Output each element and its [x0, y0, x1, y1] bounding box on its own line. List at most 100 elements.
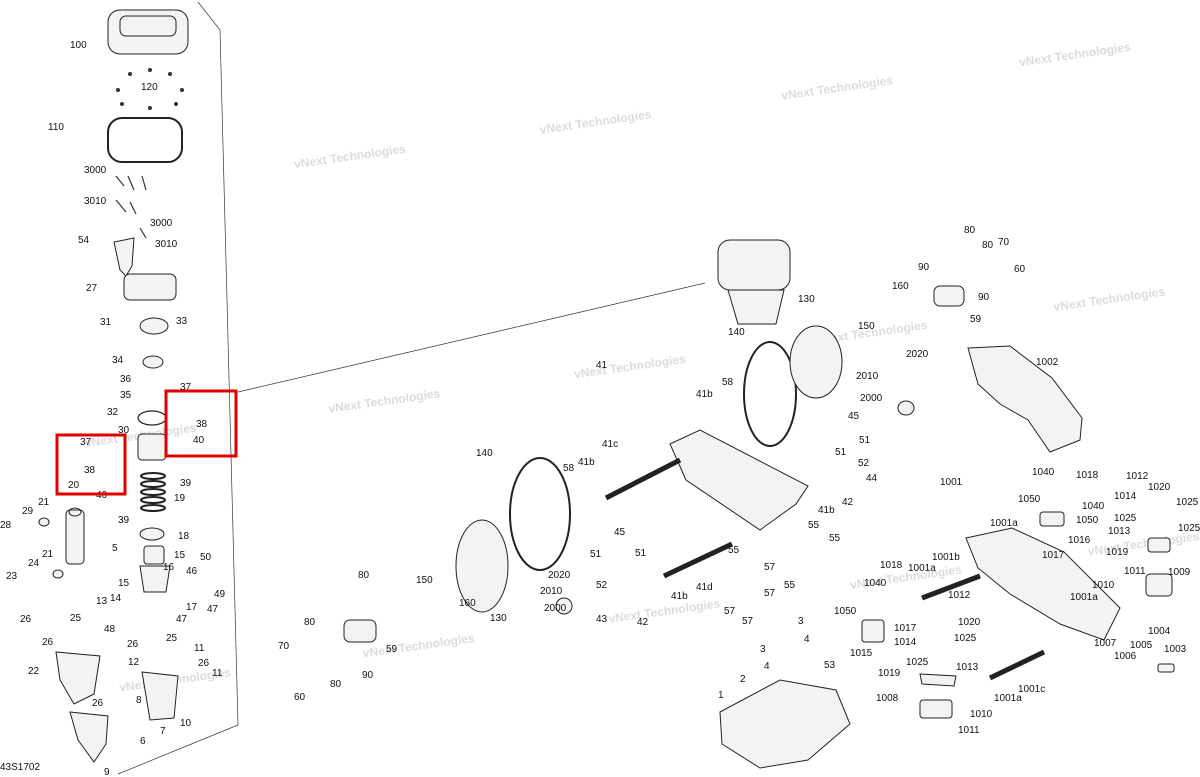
part-label: 6	[140, 736, 146, 747]
part-label: 28	[0, 520, 12, 531]
watermark: vNext Technologies	[1018, 40, 1132, 70]
part-label: 38	[196, 419, 208, 430]
piston	[137, 433, 167, 461]
part-label: 90	[362, 670, 374, 681]
part-label: 55	[829, 533, 841, 544]
part-label: 1025	[1178, 523, 1200, 534]
bolt-ring	[116, 68, 184, 110]
part-label: 42	[842, 497, 854, 508]
part-label: 37	[80, 437, 92, 448]
part-label: 32	[107, 407, 119, 418]
engine-block	[717, 239, 791, 291]
part-label: 25	[70, 613, 82, 624]
fitting	[933, 285, 965, 307]
part-label: 10	[180, 718, 192, 729]
part-label: 19	[174, 493, 186, 504]
center-parts	[343, 239, 965, 769]
part-label: 47	[176, 614, 188, 625]
part-label: 140	[476, 448, 493, 459]
part-label: 80	[982, 240, 994, 251]
part-label: 1018	[1076, 470, 1099, 481]
part-label: 51	[859, 435, 871, 446]
part-label: 48	[104, 624, 116, 635]
part-label: 3	[798, 616, 804, 627]
watermark: vNext Technologies	[1052, 284, 1166, 314]
part-label: 1040	[864, 578, 887, 589]
part-label: 2000	[860, 393, 883, 404]
o-ring	[137, 410, 167, 426]
part-label: 2000	[544, 603, 567, 614]
part-label: 55	[808, 520, 820, 531]
part-label: 2020	[548, 570, 571, 581]
part-label: 70	[998, 237, 1010, 248]
seal-ring	[743, 341, 797, 447]
part-label: 130	[490, 613, 507, 624]
swing-arm	[965, 527, 1121, 641]
part-label: 23	[6, 571, 18, 582]
part-label: 57	[764, 562, 776, 573]
part-label: 26	[198, 658, 210, 669]
part-label: 1012	[1126, 471, 1149, 482]
part-label: 4	[804, 634, 810, 645]
highlight-box-lower	[55, 433, 127, 496]
part-label: 51	[590, 549, 602, 560]
part-label: 41b	[578, 457, 595, 468]
part-label: 1001c	[1018, 684, 1045, 695]
part-label: 44	[866, 473, 878, 484]
part-label: 1050	[1018, 494, 1041, 505]
part-label: 1020	[958, 617, 981, 628]
part-label: 1010	[970, 709, 993, 720]
part-label: 80	[330, 679, 342, 690]
part-label: 21	[38, 497, 50, 508]
part-label: 31	[100, 317, 112, 328]
part-label: 55	[728, 545, 740, 556]
part-label: 41c	[602, 439, 618, 450]
part-label: 51	[635, 548, 647, 559]
shaft	[662, 541, 734, 579]
part-label: 1020	[1148, 482, 1171, 493]
part-label: 1013	[1108, 526, 1131, 537]
watermark: vNext Technologies	[539, 107, 653, 137]
part-label: 1017	[1042, 550, 1065, 561]
watermark: vNext Technologies	[780, 73, 894, 103]
watermark: vNext Technologies	[362, 631, 476, 661]
part-label: 3010	[155, 239, 178, 250]
part-label: 80	[964, 225, 976, 236]
part-label: 12	[128, 657, 140, 668]
part-label: 52	[596, 580, 608, 591]
part-label: 45	[848, 411, 860, 422]
part-label: 17	[186, 602, 198, 613]
part-label: 1001a	[1070, 592, 1098, 603]
part-label: 3000	[150, 218, 173, 229]
part-label: 25	[166, 633, 178, 644]
part-label: 52	[858, 458, 870, 469]
watermark: vNext Technologies	[573, 352, 687, 382]
part-label: 24	[28, 558, 40, 569]
part-label: 130	[798, 294, 815, 305]
part-label: 11	[194, 643, 205, 654]
part-label: 46	[186, 566, 198, 577]
part-label: 1005	[1130, 640, 1153, 651]
cylinder-base	[123, 273, 177, 301]
part-label: 150	[858, 321, 875, 332]
part-label: 49	[214, 589, 226, 600]
part-label: 54	[78, 235, 90, 246]
part-label: 50	[200, 552, 212, 563]
part-labels: 100 120 110 3000 3010 3000 3010 54 27 31…	[0, 40, 1200, 777]
part-label: 1002	[1036, 357, 1059, 368]
bracket	[113, 237, 135, 277]
part-label: 26	[127, 639, 139, 650]
part-label: 33	[176, 316, 188, 327]
part-label: 1014	[894, 637, 917, 648]
part-label: 1050	[834, 606, 857, 617]
part-label: 1007	[1094, 638, 1117, 649]
plate	[139, 317, 169, 335]
part-label: 41b	[818, 505, 835, 516]
part-label: 1010	[1092, 580, 1115, 591]
part-label: 110	[48, 122, 64, 133]
rotor-cover	[789, 325, 843, 399]
frame	[669, 429, 809, 531]
part-label: 90	[918, 262, 930, 273]
part-label: 57	[724, 606, 736, 617]
